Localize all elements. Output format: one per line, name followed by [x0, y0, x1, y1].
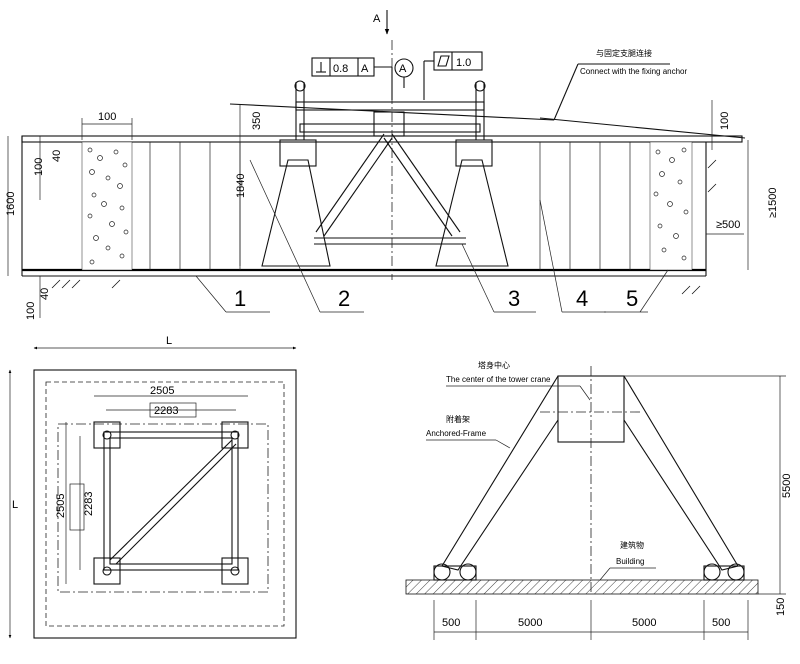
elev-dim-150: 150 — [775, 598, 787, 616]
lower-beam — [299, 123, 481, 133]
plan-outer — [33, 369, 297, 639]
node-bl — [93, 557, 121, 585]
ground-hatch-right — [681, 159, 717, 295]
ground-hatch-left — [51, 279, 121, 289]
part-3: 3 — [508, 286, 520, 311]
dim-1840: 1840 — [235, 174, 247, 198]
rebar-verticals — [149, 142, 631, 270]
part-4: 4 — [576, 286, 588, 311]
anchor-leg-right — [435, 159, 509, 267]
plan-dim-2505-v: 2505 — [55, 494, 67, 518]
plan-diagonal — [109, 439, 233, 561]
building-label-cn: 建筑物 — [620, 540, 644, 550]
part-5: 5 — [626, 286, 638, 311]
part-1: 1 — [234, 286, 246, 311]
node-br — [221, 557, 249, 585]
elevation-view: 塔身中心 The center of the tower crane 附着架 A… — [405, 360, 793, 640]
anchor-leg-left — [261, 159, 331, 267]
gravel-left — [81, 141, 133, 271]
datum-circle-label: A — [399, 63, 407, 75]
plan-dim-L-top: L — [166, 335, 172, 347]
plan-dim-2283-v: 2283 — [83, 492, 95, 516]
flatness-value: 1.0 — [456, 57, 471, 69]
flatness-frame: 1.0 — [423, 51, 483, 100]
dim-40-top: 40 — [51, 150, 63, 162]
section-view: A — [5, 10, 779, 320]
plan-dim-2505-h: 2505 — [150, 385, 174, 397]
node-tl — [93, 421, 121, 449]
anchor-label-en: Connect with the fixing anchor — [580, 67, 688, 76]
dim-1500: ≥1500 — [767, 187, 779, 218]
elev-dim-500-right: 500 — [712, 617, 730, 629]
center-label-cn: 塔身中心 — [478, 360, 510, 370]
dim-100-left: 100 — [33, 158, 45, 176]
elev-dim-500-left: 500 — [442, 617, 460, 629]
node-tr — [221, 421, 249, 449]
part-2: 2 — [338, 286, 350, 311]
plan-dim-2283-h: 2283 — [154, 405, 178, 417]
plan-frame — [103, 431, 239, 571]
perp-datum: A — [361, 63, 369, 75]
building-slab — [405, 579, 759, 595]
dim-1600: 1600 — [5, 192, 17, 216]
frame-leg-left — [441, 375, 559, 571]
dim-100-top: 100 — [98, 111, 116, 123]
dim-40-bottom: 40 — [39, 288, 51, 300]
gravel-dots-left — [87, 147, 129, 265]
perp-value: 0.8 — [333, 63, 348, 75]
dim-350: 350 — [251, 112, 263, 130]
elev-dim-5000-right: 5000 — [632, 617, 656, 629]
dim-100-bottom: 100 — [25, 302, 37, 320]
center-label-en: The center of the tower crane — [446, 375, 551, 384]
section-label: A — [373, 13, 381, 25]
dim-500: ≥500 — [716, 219, 740, 231]
building-label-en: Building — [616, 557, 644, 566]
frame-label-cn: 附着架 — [446, 414, 470, 424]
elev-dim-5500: 5500 — [781, 474, 793, 498]
frame-label-en: Anchored-Frame — [426, 429, 487, 438]
dim-100-right: 100 — [719, 112, 731, 130]
top-beam — [295, 101, 485, 111]
elev-dim-5000-left: 5000 — [518, 617, 542, 629]
plan-dim-L-side: L — [12, 499, 18, 511]
frame-leg-right — [623, 375, 739, 571]
perpendicularity-frame: 0.8 A — [311, 57, 393, 100]
anchor-label-cn: 与固定支腿连接 — [596, 48, 652, 58]
gravel-dots-right — [653, 147, 689, 261]
plan-view: L L 2505 2283 2505 2283 — [8, 335, 297, 639]
